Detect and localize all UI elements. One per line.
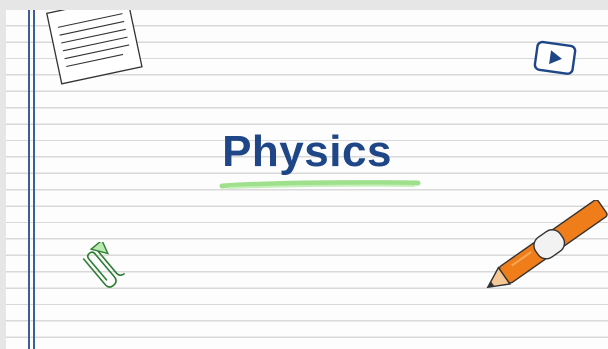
note-paper-icon	[46, 10, 143, 85]
notebook-margin-line	[33, 10, 35, 349]
pen-icon	[486, 200, 608, 289]
title-underline	[219, 180, 421, 189]
page-title: Physics	[222, 127, 392, 176]
notebook-margin-line	[28, 10, 30, 349]
play-button-icon	[533, 40, 577, 75]
paper-clip-icon	[82, 242, 126, 288]
slide-canvas: Physics	[6, 10, 608, 349]
